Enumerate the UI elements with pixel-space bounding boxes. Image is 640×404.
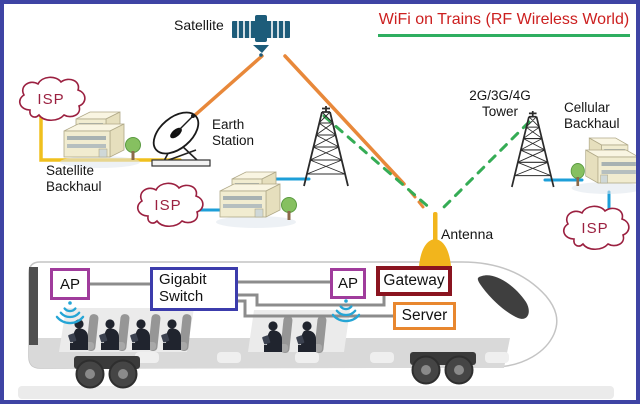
antenna-label: Antenna xyxy=(441,226,494,242)
server-box: Server xyxy=(393,302,456,330)
link-midtower-antenna-green xyxy=(322,114,434,212)
isp3-label: ISP xyxy=(581,219,609,237)
satellite-label: Satellite xyxy=(174,17,224,33)
diagram-canvas xyxy=(18,15,636,399)
link-2g3g4g-tower-antenna-green xyxy=(439,120,531,212)
antenna-icon xyxy=(419,212,451,266)
train-windshield xyxy=(477,275,529,319)
satellite-backhaul-building-icon xyxy=(59,111,141,169)
link-switch-server xyxy=(238,299,393,318)
satellite-backhaul-label: Satellite Backhaul xyxy=(46,163,102,194)
cellular-backhaul-label: Cellular Backhaul xyxy=(564,100,620,131)
train-band-slots xyxy=(135,352,509,363)
cellular-backhaul-building-icon xyxy=(570,137,636,195)
2g3g4g-tower-label: 2G/3G/4G Tower xyxy=(469,88,531,119)
satellite-icon xyxy=(232,15,290,57)
isp1-label: ISP xyxy=(37,90,65,108)
earth-station-dish-icon xyxy=(151,111,211,167)
train-end-panel xyxy=(29,267,38,345)
link-satellite-earth-station-orange xyxy=(192,54,264,118)
ground-shadow xyxy=(18,386,614,399)
isp2-label: ISP xyxy=(154,196,182,214)
2g3g4g-tower-icon xyxy=(510,110,555,188)
title-underline xyxy=(378,34,630,37)
bogie-left xyxy=(74,356,140,389)
earth-station-label: Earth Station xyxy=(212,117,255,148)
ap-left-box: AP xyxy=(50,268,90,300)
link-satellite-antenna-orange xyxy=(283,54,406,186)
gateway-box: Gateway xyxy=(376,266,452,296)
ap-right-box: AP xyxy=(330,268,366,299)
page-title: WiFi on Trains (RF Wireless World) xyxy=(378,11,630,28)
bogie-right xyxy=(410,352,476,385)
gigabit-switch-box: Gigabit Switch xyxy=(150,267,238,311)
link-switch-gateway xyxy=(238,293,386,307)
